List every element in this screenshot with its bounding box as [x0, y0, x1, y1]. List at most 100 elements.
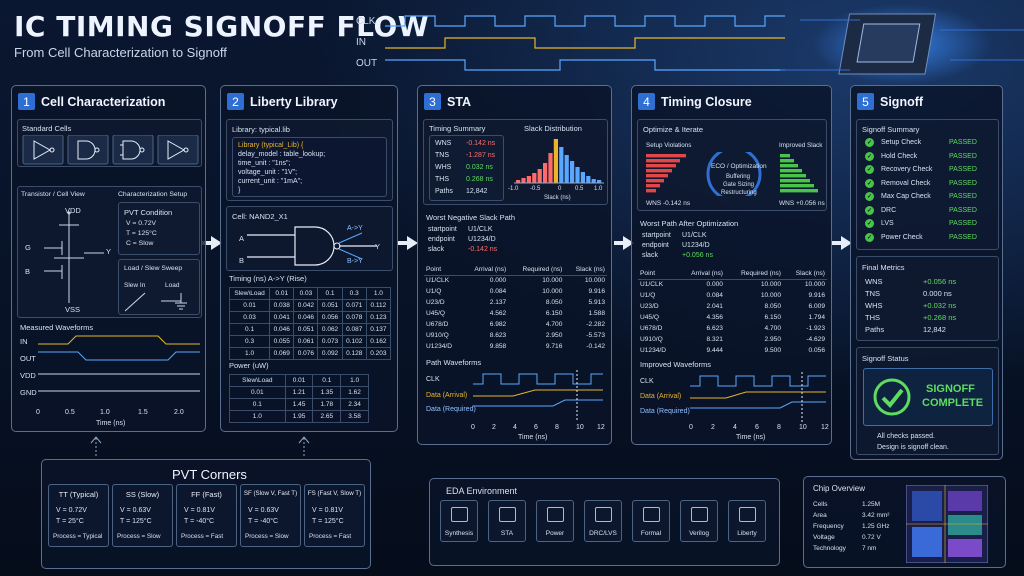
table-cell: 6.982 — [489, 321, 507, 328]
eda-tool-formal[interactable]: Formal — [632, 500, 670, 542]
table-header-cell: Point — [424, 264, 463, 276]
table-cell: 0.01 — [229, 386, 286, 399]
chip-metric-value: 0.72 V — [862, 534, 881, 541]
path-info-value: U1234/D — [682, 242, 710, 249]
table-cell: -0.142 — [586, 343, 605, 350]
summary-value: 0.032 ns — [466, 164, 493, 171]
corner-temp: T = -40°C — [184, 518, 215, 525]
library-file-label: Library: typical.lib — [232, 125, 290, 134]
check-status: PASSED — [949, 166, 977, 173]
final-metrics-label: Final Metrics — [862, 263, 905, 272]
check-name: DRC — [881, 206, 897, 214]
cell-icon-row — [22, 135, 199, 165]
violation-bar — [646, 184, 660, 188]
table-cell: 9.916 — [808, 292, 825, 299]
histogram-bar — [559, 147, 564, 183]
page-title: IC TIMING SIGNOFF FLOW — [14, 10, 430, 43]
inverter-icon — [22, 135, 64, 165]
characterization-setup-label: Characterization Setup — [118, 191, 188, 198]
table-cell: 0.051 — [293, 323, 319, 336]
header-wave-out-label: OUT — [356, 58, 378, 69]
slack-histogram — [514, 139, 604, 184]
table-cell: U45/Q — [640, 314, 660, 321]
table-cell: -1.923 — [806, 325, 825, 332]
eda-tool-liberty[interactable]: Liberty — [728, 500, 766, 542]
slack-bar — [780, 174, 806, 178]
slack-bar — [780, 184, 814, 188]
eda-tool-verilog[interactable]: Verilog — [680, 500, 718, 542]
table-cell: 0.01 — [228, 299, 271, 312]
chip-metric-name: Voltage — [813, 534, 835, 541]
buffer-icon — [157, 135, 199, 165]
table-cell: 0.000 — [489, 277, 507, 285]
corner-temp: T = 125°C — [120, 518, 152, 525]
corner-process: Process = Typical — [53, 533, 103, 540]
pvt-connector-lines — [90, 436, 310, 458]
page-subtitle: From Cell Characterization to Signoff — [14, 45, 227, 60]
histogram-bar — [537, 169, 542, 183]
violation-bar — [646, 159, 680, 163]
flip-flop-icon — [112, 135, 154, 165]
code-block: Library (typical_Lib) { delay_model : ta… — [232, 137, 387, 197]
table-cell: 8.050 — [545, 299, 563, 306]
eda-tool-synthesis[interactable]: Synthesis — [440, 500, 478, 542]
table-header-cell: 0.3 — [341, 287, 367, 300]
eda-tool-label: Synthesis — [444, 530, 474, 537]
eda-tool-power[interactable]: Power — [536, 500, 574, 542]
table-cell: U678/D — [640, 325, 663, 332]
table-cell: 4.700 — [545, 321, 563, 328]
slack-bar — [780, 164, 798, 168]
check-icon: ✓ — [865, 151, 874, 161]
table-header-cell: Slew\Load — [228, 287, 271, 300]
chip-metric-value: 1.25 GHz — [862, 523, 890, 530]
table-cell: 1.588 — [588, 310, 605, 317]
corner-voltage: V = 0.81V — [184, 507, 215, 514]
table-cell: 1.35 — [312, 386, 342, 399]
table-cell: 4.700 — [764, 325, 781, 332]
panel-title: STA — [447, 94, 472, 109]
step-number: 2 — [227, 93, 244, 110]
corner-temp: T = -40°C — [248, 518, 279, 525]
table-cell: 0.046 — [293, 311, 319, 324]
x-tick-label: 4 — [513, 424, 517, 431]
optimization-graphic — [646, 152, 818, 196]
panel-title: Timing Closure — [661, 94, 752, 109]
chip-metric-value: 1.25M — [862, 501, 881, 508]
table-cell: U1/CLK — [426, 277, 450, 285]
table-cell: -4.629 — [806, 336, 825, 343]
table-cell: 9.716 — [545, 343, 563, 350]
eda-tool-drclvs[interactable]: DRC/LVS — [584, 500, 622, 542]
timing-summary-label: Timing Summary — [429, 124, 486, 133]
transistor-view-label: Transistor / Cell View — [21, 191, 85, 198]
histogram-bar — [580, 172, 585, 183]
table-cell: 0.128 — [341, 347, 367, 360]
table-cell: 1.95 — [284, 410, 314, 423]
histogram-bar — [553, 139, 558, 183]
check-name: LVS — [881, 220, 894, 227]
chip-metric-name: Technology — [813, 545, 846, 552]
metric-name: TNS — [865, 289, 880, 298]
check-icon: ✓ — [865, 165, 874, 174]
drc-lvs-icon — [595, 507, 612, 522]
violation-bar — [646, 169, 672, 173]
step-number: 5 — [857, 93, 874, 110]
corner-process: Process = Fast — [181, 533, 224, 540]
table-cell: 1.21 — [284, 386, 314, 399]
x-tick-label: 10 — [799, 424, 807, 431]
eda-tool-sta[interactable]: STA — [488, 500, 526, 542]
step-number: 3 — [424, 93, 441, 110]
table-cell: 8.050 — [764, 303, 781, 310]
path-info-value: +0.056 ns — [682, 252, 713, 259]
transistor-setup-box: Transistor / Cell View Characterization … — [17, 186, 202, 318]
